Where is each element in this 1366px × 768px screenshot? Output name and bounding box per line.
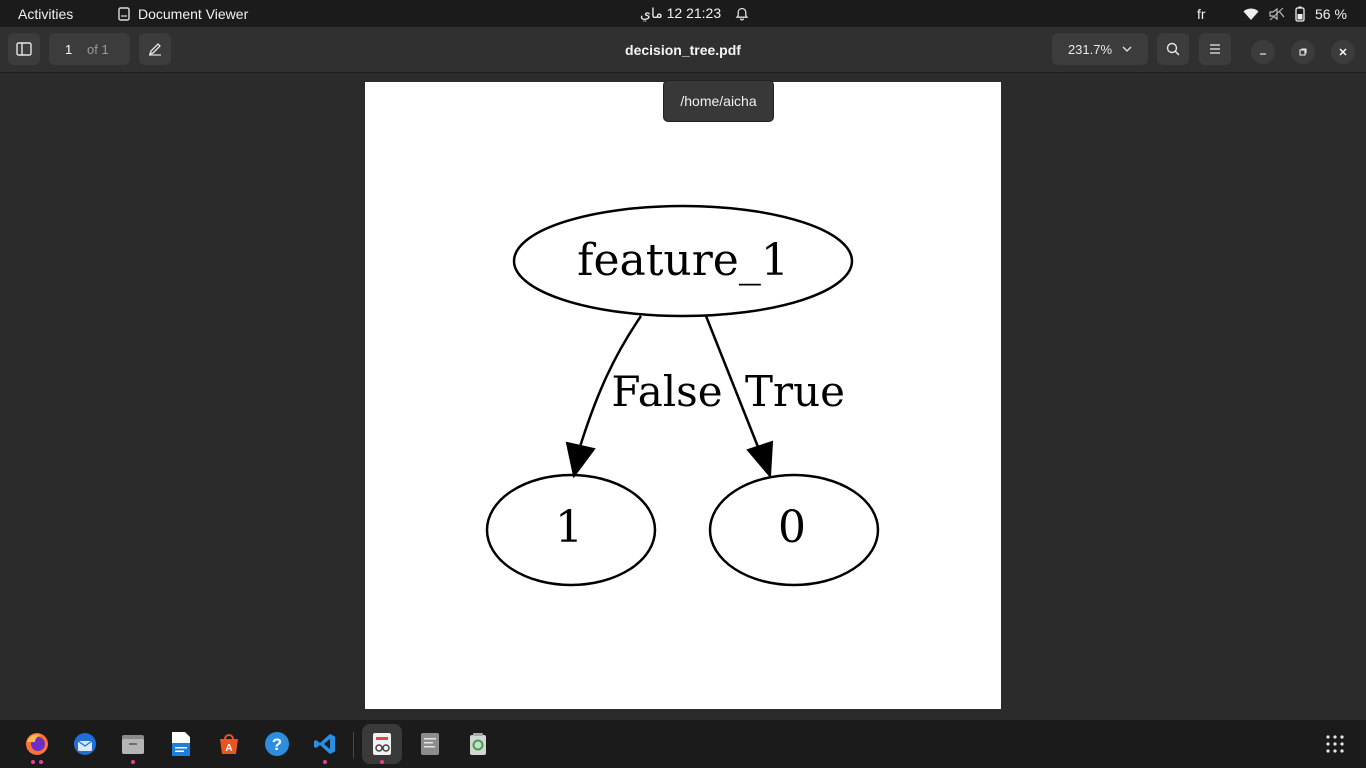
pdf-page: feature_1 False True 1 0 bbox=[365, 82, 1001, 709]
running-indicator bbox=[131, 760, 135, 764]
annotate-button[interactable] bbox=[139, 33, 171, 65]
text-editor-icon bbox=[421, 733, 439, 755]
clock-label: 21:23 12 ماي bbox=[640, 5, 722, 21]
minimize-button[interactable] bbox=[1251, 40, 1275, 64]
header-bar: 1 of 1 decision_tree.pdf 231.7% bbox=[0, 27, 1366, 73]
running-indicator bbox=[380, 760, 384, 764]
running-indicator bbox=[323, 760, 327, 764]
running-indicator bbox=[31, 760, 35, 764]
battery-percentage: 56 % bbox=[1315, 5, 1347, 22]
dock-firefox[interactable] bbox=[17, 724, 57, 764]
battery-icon bbox=[1295, 6, 1305, 22]
minimize-icon bbox=[1260, 53, 1266, 55]
vscode-icon bbox=[314, 734, 335, 754]
volume-muted-icon bbox=[1269, 7, 1285, 20]
leaf-node-right-label: 0 bbox=[778, 502, 806, 553]
software-center-icon: A bbox=[220, 734, 238, 754]
edge-true-arrowhead bbox=[746, 440, 774, 479]
close-button[interactable] bbox=[1331, 40, 1355, 64]
page-number-input[interactable]: 1 bbox=[65, 41, 73, 57]
decision-tree-diagram: feature_1 False True 1 0 bbox=[485, 204, 880, 587]
search-button[interactable] bbox=[1157, 33, 1189, 65]
page-number-entry[interactable]: 1 of 1 bbox=[49, 33, 130, 65]
top-bar: Activities Document Viewer 21:23 12 ماي … bbox=[0, 0, 1366, 27]
path-tooltip: /home/aicha bbox=[663, 80, 774, 122]
restore-icon bbox=[1299, 48, 1307, 56]
activities-button[interactable]: Activities bbox=[18, 5, 74, 22]
dock-software-center[interactable]: A bbox=[209, 724, 249, 764]
document-title: decision_tree.pdf bbox=[625, 42, 741, 58]
svg-text:?: ? bbox=[272, 735, 282, 754]
thunderbird-icon bbox=[74, 733, 96, 755]
svg-text:A: A bbox=[225, 743, 232, 754]
trash-icon bbox=[470, 733, 486, 755]
app-menu[interactable]: Document Viewer bbox=[117, 0, 248, 27]
app-grid-icon bbox=[1326, 735, 1344, 753]
leaf-node-left bbox=[485, 473, 657, 587]
sidebar-toggle-button[interactable] bbox=[8, 33, 40, 65]
dock-files[interactable] bbox=[113, 724, 153, 764]
root-node-label: feature_1 bbox=[577, 235, 789, 286]
zoom-level-label: 231.7% bbox=[1067, 41, 1113, 57]
document-view[interactable]: feature_1 False True 1 0 bbox=[0, 74, 1366, 720]
zoom-selector[interactable]: 231.7% bbox=[1052, 33, 1148, 65]
pencil-icon bbox=[148, 43, 161, 56]
dock-document-viewer[interactable] bbox=[362, 724, 402, 764]
files-icon bbox=[122, 735, 144, 754]
dock-thunderbird[interactable] bbox=[65, 724, 105, 764]
dock-trash[interactable] bbox=[458, 724, 498, 764]
dock-separator bbox=[353, 732, 354, 758]
leaf-node-left-label: 1 bbox=[555, 502, 583, 553]
root-node bbox=[512, 204, 854, 318]
hamburger-menu-icon bbox=[1210, 44, 1220, 54]
clock[interactable]: 21:23 12 ماي bbox=[640, 0, 749, 27]
edge-true bbox=[704, 315, 762, 453]
dock-writer[interactable] bbox=[161, 724, 201, 764]
chevron-down-icon bbox=[1122, 46, 1132, 52]
notification-bell-icon bbox=[735, 7, 749, 20]
edge-true-label: True bbox=[745, 367, 845, 416]
leaf-node-right bbox=[708, 473, 880, 587]
system-tray[interactable]: 56 % bbox=[1243, 0, 1347, 27]
wifi-icon bbox=[1243, 8, 1259, 20]
search-icon bbox=[1166, 42, 1180, 56]
edge-false bbox=[577, 315, 643, 451]
dock-show-applications[interactable] bbox=[1315, 724, 1355, 764]
edge-false-label: False bbox=[611, 367, 722, 416]
help-icon: ? bbox=[265, 732, 289, 756]
sidebar-icon bbox=[16, 42, 32, 56]
edge-false-arrowhead bbox=[565, 441, 596, 479]
dock-help[interactable]: ? bbox=[257, 724, 297, 764]
writer-icon bbox=[172, 732, 190, 756]
document-viewer-icon bbox=[373, 733, 391, 755]
dock-vscode[interactable] bbox=[305, 724, 345, 764]
main-menu-button[interactable] bbox=[1199, 33, 1231, 65]
app-menu-label: Document Viewer bbox=[138, 5, 249, 22]
page-count-label: of 1 bbox=[87, 41, 109, 57]
firefox-icon bbox=[26, 733, 48, 755]
input-language-indicator[interactable]: fr bbox=[1197, 5, 1206, 22]
restore-button[interactable] bbox=[1291, 40, 1315, 64]
close-icon bbox=[1339, 48, 1347, 56]
running-indicator bbox=[39, 760, 43, 764]
document-viewer-small-icon bbox=[118, 6, 130, 21]
dock: A ? bbox=[0, 720, 1366, 768]
dock-text-editor[interactable] bbox=[410, 724, 450, 764]
